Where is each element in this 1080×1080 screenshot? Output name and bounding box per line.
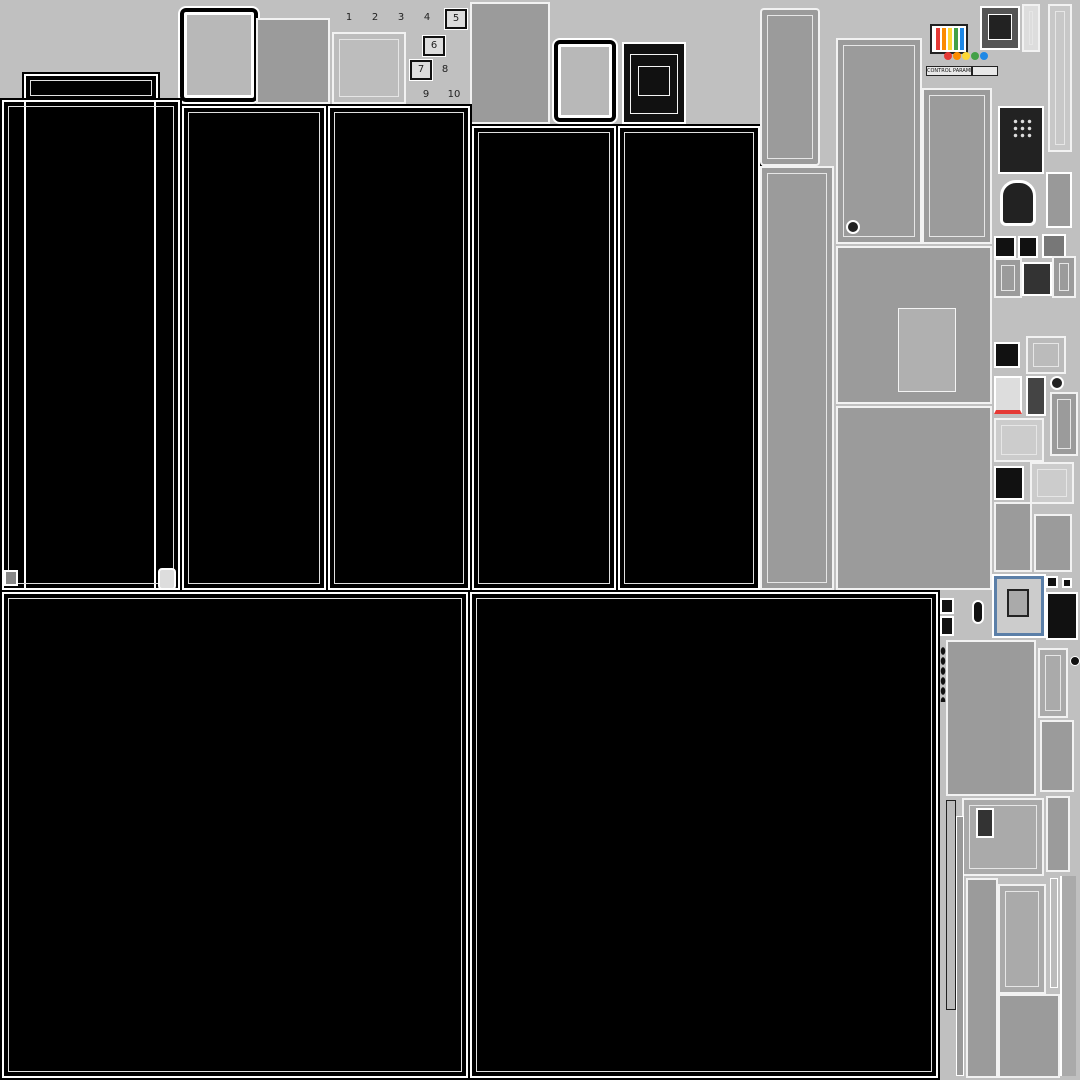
- gray-panel-bottom-a: [966, 878, 998, 1078]
- gray-panel-lower-e: [1046, 796, 1070, 872]
- keypad-grid: [1012, 118, 1034, 140]
- small-block-c: [1042, 234, 1066, 258]
- gray-panel-bottom-c: [998, 994, 1060, 1078]
- window-panel-top: [332, 32, 406, 104]
- small-block-j: [1050, 392, 1078, 456]
- number-label-2: 2: [371, 12, 379, 23]
- color-dot-blue: [980, 52, 988, 60]
- number-label-4: 4: [423, 12, 431, 23]
- black-panel-large-right: [468, 590, 940, 1080]
- red-tag-block: [994, 376, 1022, 414]
- keypad-panel: [998, 106, 1044, 174]
- small-block-o: [1034, 514, 1072, 572]
- small-label-box-a: [972, 66, 998, 76]
- small-block-g: [994, 342, 1020, 368]
- gray-panel-mid-right: [922, 88, 992, 244]
- tiny-block-b: [1062, 578, 1072, 588]
- gray-column-lower: [760, 166, 834, 590]
- small-block-n: [994, 502, 1032, 572]
- bracket-bottom: [1060, 876, 1076, 1076]
- black-panel-tall-3: [326, 104, 472, 592]
- black-panel-tall-2: [180, 104, 328, 592]
- swatch-blue: [960, 28, 964, 50]
- gray-panel-window-block: [836, 246, 992, 404]
- thin-rail-lower-a: [946, 800, 956, 1010]
- screen-inner: [988, 14, 1012, 40]
- small-block-k: [994, 418, 1044, 462]
- small-block-m: [1030, 462, 1074, 504]
- blue-frame-inner: [1007, 589, 1029, 617]
- small-block-l: [994, 466, 1024, 500]
- black-panel-tall-4: [470, 124, 618, 592]
- small-block-e: [1022, 262, 1052, 296]
- small-cylinder-marker: [158, 568, 176, 590]
- handset-icon: [1000, 180, 1036, 226]
- device-panel-wire-b: [638, 66, 670, 96]
- number-label-7: 7: [410, 60, 432, 80]
- small-grill-icon: [1050, 376, 1064, 390]
- gray-panel-top-a: [256, 18, 330, 104]
- small-square-marker: [4, 570, 18, 586]
- control-label: CONTROL PARAMETERS: [926, 66, 972, 76]
- thin-rail-far-right: [1048, 4, 1072, 152]
- small-block-f: [1052, 256, 1076, 298]
- number-label-9: 9: [422, 89, 430, 100]
- rounded-frame-small: [554, 40, 616, 122]
- gray-panel-lower-d: [962, 798, 1044, 876]
- gray-panel-tall-right: [836, 38, 922, 244]
- keypad-small: [1046, 172, 1072, 228]
- rounded-frame-large: [180, 8, 258, 102]
- color-dot-yellow: [962, 52, 970, 60]
- blue-frame-block: [992, 574, 1046, 638]
- number-label-8: 8: [441, 64, 449, 75]
- thin-rail-bottom: [1050, 878, 1058, 988]
- gray-column-upper: [760, 8, 820, 166]
- swatch-yellow: [948, 28, 952, 50]
- panel-1-inner-rail: [24, 102, 156, 588]
- gray-panel-lower-a: [946, 640, 1036, 796]
- gray-panel-bottom-b: [998, 884, 1046, 994]
- dot-column: [940, 646, 946, 702]
- number-label-1: 1: [345, 12, 353, 23]
- number-label-3: 3: [397, 12, 405, 23]
- swatch-orange: [942, 28, 946, 50]
- dark-block-right: [1046, 592, 1078, 640]
- gray-panel-square-right: [836, 406, 992, 590]
- color-swatch-strip: [930, 24, 968, 54]
- dark-dot: [1070, 656, 1080, 666]
- tab-strip-left: [22, 72, 160, 104]
- connector-c: [972, 600, 984, 624]
- grill-icon: [846, 220, 860, 234]
- number-label-6: 6: [423, 36, 445, 56]
- number-label-10: 10: [447, 89, 461, 100]
- small-block-h: [1026, 336, 1066, 374]
- connector-b: [940, 616, 954, 636]
- small-block-i: [1026, 376, 1046, 416]
- window-block-wire: [898, 308, 956, 392]
- small-block-a: [994, 236, 1016, 258]
- swatch-green: [954, 28, 958, 50]
- small-grill-lower: [976, 808, 994, 838]
- thin-rail-lower-b: [956, 816, 964, 1076]
- device-front-panel: [622, 42, 686, 124]
- tiny-block-a: [1046, 576, 1058, 588]
- gray-panel-lower-c: [1040, 720, 1074, 792]
- small-block-d: [994, 258, 1022, 298]
- color-dot-green: [971, 52, 979, 60]
- black-panel-large-left: [0, 590, 470, 1080]
- black-panel-tall-5: [616, 124, 762, 592]
- color-dot-red: [944, 52, 952, 60]
- swatch-red: [936, 28, 940, 50]
- black-panel-tall-1: [0, 98, 182, 592]
- device-panel-wire-a: [630, 54, 678, 114]
- small-block-b: [1018, 236, 1038, 258]
- gray-panel-top-b: [470, 2, 550, 124]
- gray-panel-lower-b: [1038, 648, 1068, 718]
- thin-rail-right: [1022, 4, 1040, 52]
- connector-a: [940, 598, 954, 614]
- color-dot-orange: [953, 52, 961, 60]
- screen-icon: [980, 6, 1020, 50]
- number-label-5: 5: [445, 9, 467, 29]
